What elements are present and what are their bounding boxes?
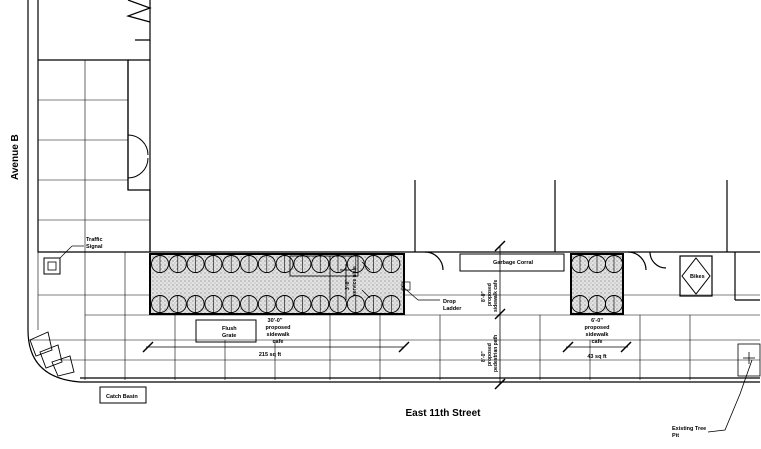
traffic-signal-label-2: Signal bbox=[86, 244, 103, 250]
tree-pit-label-2: Pit bbox=[672, 433, 679, 439]
cafe-large-area bbox=[149, 253, 405, 315]
cafe-large-area-label: 215 sq ft bbox=[259, 352, 281, 358]
cafe-large-line-3: cafe bbox=[272, 339, 283, 345]
cafe-small-line-2: sidewalk bbox=[586, 332, 610, 338]
cafe-large-tables bbox=[151, 255, 401, 313]
street-label: East 11th Street bbox=[405, 408, 481, 419]
path-upper-dim: 8'-0" bbox=[481, 291, 487, 302]
cafe-large-dim: 30'-0" bbox=[268, 318, 283, 324]
garbage-corral-label: Garbage Corral bbox=[493, 260, 534, 266]
path-upper-line-1: proposed bbox=[487, 283, 493, 306]
path-lower-line-2: pedestrian path bbox=[493, 335, 499, 372]
building-outline bbox=[37, 0, 152, 253]
cafe-small-line-3: cafe bbox=[591, 339, 602, 345]
cafe-small-line-1: proposed bbox=[584, 325, 609, 331]
drop-ladder-leader bbox=[401, 281, 440, 301]
flush-grate-label-1: Flush bbox=[222, 326, 237, 332]
traffic-signal-label-1: Traffic bbox=[86, 237, 103, 243]
avenue-label: Avenue B bbox=[10, 134, 21, 180]
path-dimension-line bbox=[494, 240, 506, 390]
drop-ladder-label-2: Ladder bbox=[443, 306, 462, 312]
path-upper-line-2: sidewalk cafe bbox=[493, 280, 499, 312]
cafe-large-dimension-line bbox=[142, 341, 410, 353]
flush-grate bbox=[195, 319, 257, 343]
tree-pit-icon bbox=[707, 343, 761, 433]
cafe-small-tables bbox=[571, 255, 623, 313]
cafe-small-dim: 6'-0" bbox=[591, 318, 603, 324]
cafe-small-area-label: 43 sq ft bbox=[587, 354, 606, 360]
curb-ramp bbox=[29, 331, 75, 377]
cafe-small-dimension-line bbox=[562, 341, 632, 353]
curb-line bbox=[27, 0, 760, 383]
tree-pit-label-1: Existing Tree bbox=[672, 426, 706, 432]
service-aisle-text: service aisle bbox=[352, 266, 358, 296]
catch-basin-label: Catch Basin bbox=[106, 394, 138, 400]
path-lower-dim: 8'-0" bbox=[481, 351, 487, 362]
catch-basin bbox=[99, 386, 147, 404]
drop-ladder-label-1: Drop bbox=[443, 299, 456, 305]
service-aisle-dim: 3'-0" bbox=[345, 279, 351, 290]
building-doors bbox=[127, 134, 149, 179]
sidewalk-grid bbox=[30, 60, 760, 380]
cafe-large-line-2: sidewalk bbox=[267, 332, 291, 338]
cafe-large-line-1: proposed bbox=[265, 325, 290, 331]
garbage-corral bbox=[459, 253, 565, 272]
traffic-signal-icon bbox=[43, 245, 84, 275]
storefront-line bbox=[150, 180, 760, 301]
path-lower-line-1: proposed bbox=[487, 343, 493, 366]
service-aisle-box bbox=[289, 255, 371, 300]
flush-grate-label-2: Grate bbox=[222, 333, 236, 339]
bike-rack-label: Bikes bbox=[690, 274, 705, 280]
bike-rack-icon bbox=[679, 255, 713, 297]
